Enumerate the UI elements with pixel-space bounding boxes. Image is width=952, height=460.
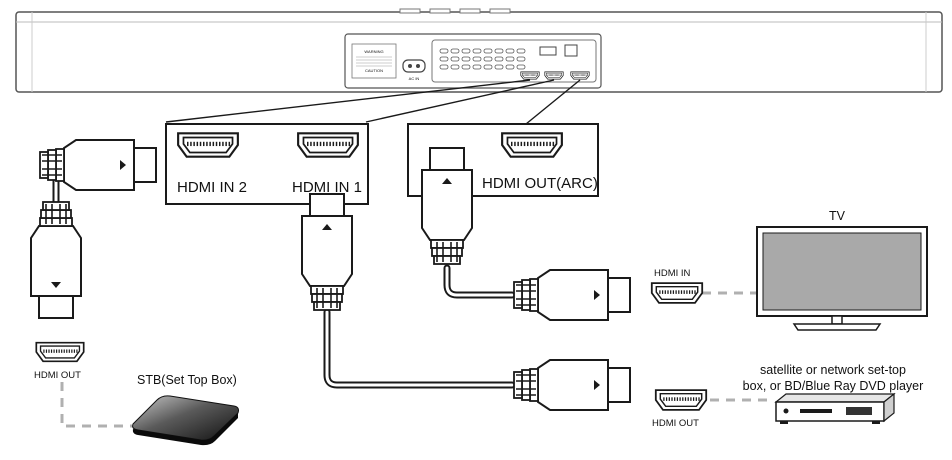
vent-slot: [461, 56, 471, 62]
tv-hdmi-in-label: HDMI IN: [654, 268, 691, 279]
back-hdmi-in-1-port: [544, 71, 564, 80]
stb-hdmi-out-label: HDMI OUT: [34, 370, 81, 381]
plug-player-end: [513, 359, 631, 411]
vent-slot: [461, 48, 471, 54]
hdmi-in-2-label: HDMI IN 2: [177, 179, 247, 196]
tv-hdmi-in-port: [650, 282, 704, 304]
vent-slot: [472, 64, 482, 70]
vent-slot: [516, 56, 526, 62]
stb: HDMI OUT STB(Set Top Box): [34, 341, 239, 446]
vent-slot: [494, 48, 504, 54]
vent-slot: [472, 48, 482, 54]
hdmi-in-1-label: HDMI IN 1: [292, 179, 362, 196]
tv-label: TV: [829, 209, 846, 223]
soundbar-back-panel: WARNING CAUTION AC IN: [344, 33, 602, 89]
back-hdmi-out-port: [570, 71, 590, 80]
hdmi-in-1-port: [297, 132, 359, 158]
cable-hdmi-out-arc: [443, 264, 516, 299]
vent-slot: [439, 64, 449, 70]
plug-into-hdmi-in-1: [301, 193, 353, 311]
vent-slot: [516, 64, 526, 70]
vent-slot: [494, 64, 504, 70]
tv: TV HDMI IN: [650, 209, 928, 331]
vent-slot: [483, 64, 493, 70]
hdmi-out-arc-port: [501, 132, 563, 158]
hdmi-in-2-port: [177, 132, 239, 158]
optical-port: [564, 44, 578, 57]
vent-slot: [450, 48, 460, 54]
player-label-line1: satellite or network set-top: [760, 363, 906, 377]
vent-slot: [450, 56, 460, 62]
stb-hdmi-out-port: [35, 341, 85, 363]
usb-port: [539, 46, 557, 56]
plug-tv-end: [513, 269, 631, 321]
back-hdmi-in-2-port: [520, 71, 540, 80]
player: satellite or network set-top box, or BD/…: [652, 363, 923, 429]
tv-stand: [792, 323, 882, 331]
leader-lines: [165, 79, 581, 125]
soundbar: WARNING CAUTION AC IN: [15, 8, 943, 93]
vent-slot: [461, 64, 471, 70]
player-disc-tray: [800, 409, 832, 413]
vent-slot: [439, 56, 449, 62]
ac-in-label: AC IN: [409, 76, 420, 81]
player-display: [846, 407, 872, 415]
vent-slot: [472, 56, 482, 62]
plug-stb-end: [30, 201, 82, 319]
vent-slot: [483, 56, 493, 62]
vent-slot: [516, 48, 526, 54]
dashed-connectors: [60, 291, 772, 428]
stb-label: STB(Set Top Box): [137, 373, 237, 387]
caution-text: CAUTION: [365, 68, 383, 73]
vent-slot: [505, 48, 515, 54]
hdmi-in-panel: HDMI IN 2 HDMI IN 1: [165, 123, 369, 205]
player-hdmi-out-port: [654, 389, 708, 411]
plug-into-hdmi-out-arc: [421, 147, 473, 265]
vent-slot: [483, 48, 493, 54]
vent-slot: [494, 56, 504, 62]
vent-slot: [505, 56, 515, 62]
player-label-line2: box, or BD/Blue Ray DVD player: [743, 379, 924, 393]
player-hdmi-out-label: HDMI OUT: [652, 418, 699, 429]
vent-slot: [439, 48, 449, 54]
warning-text: WARNING: [364, 49, 383, 54]
vent-slot: [450, 64, 460, 70]
vent-grille: [439, 48, 526, 70]
hdmi-out-arc-label: HDMI OUT(ARC): [482, 175, 598, 192]
ac-socket: [402, 59, 426, 73]
tv-screen: [762, 232, 922, 311]
cable-hdmi-in-1: [323, 308, 516, 389]
vent-slot: [505, 64, 515, 70]
